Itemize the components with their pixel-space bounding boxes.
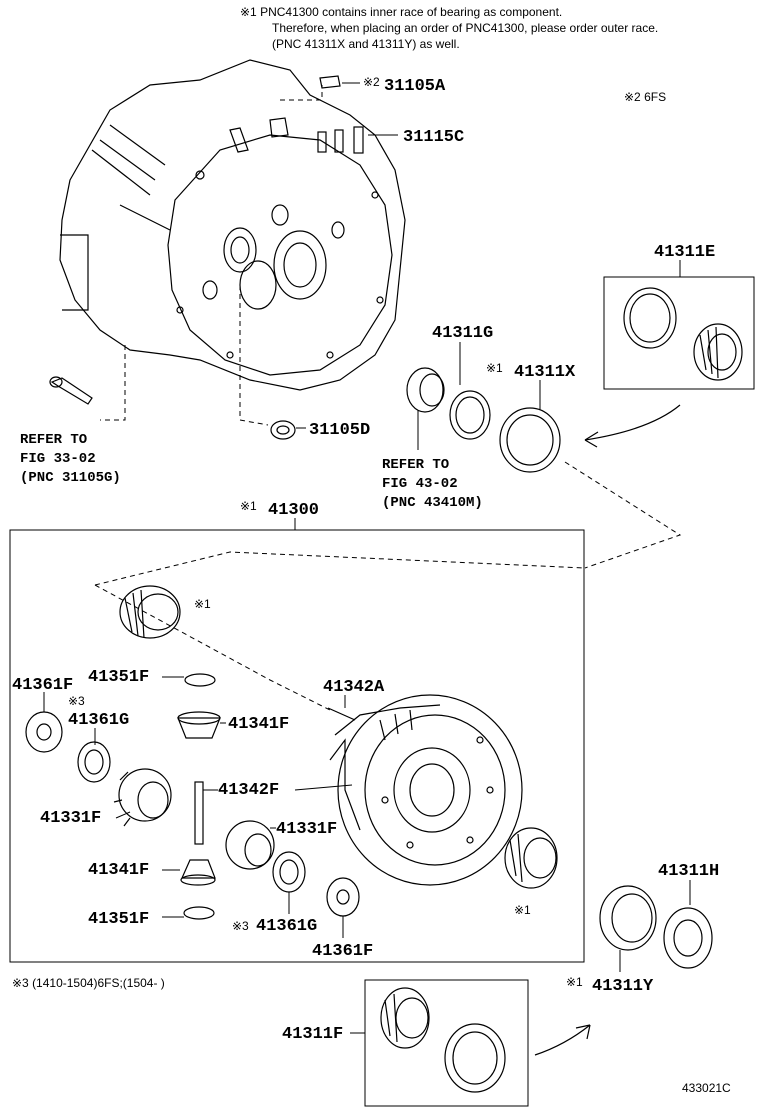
ref-fig-43-02-line-2[interactable]: FIG 43-02 (382, 476, 458, 492)
bearing-cone-41311e (693, 323, 743, 381)
bearing-cone-41311f (380, 987, 430, 1049)
washer-41361g-left (77, 741, 111, 783)
pin-41342a (327, 707, 356, 721)
bearing-outer-race-41311e (623, 287, 677, 349)
part-41311h[interactable]: 41311H (658, 862, 719, 881)
transaxle-case-illustration (59, 59, 406, 391)
thrust-washer-41361f-right (326, 877, 360, 917)
part-31115c[interactable]: 31115C (403, 128, 464, 147)
ref-fig-33-02-line-1[interactable]: REFER TO (20, 432, 87, 448)
leader-41342f-case (294, 784, 353, 791)
mark-1-cone-top: ※1 (194, 597, 211, 611)
part-41300[interactable]: 41300 (268, 501, 319, 520)
part-41342f[interactable]: 41342F (218, 781, 279, 800)
differential-case-ring-gear (329, 694, 523, 886)
part-41311e[interactable]: 41311E (654, 243, 715, 262)
side-gear-41331f-right (225, 820, 275, 870)
box-41311f (364, 979, 529, 1107)
washer-41351f-bottom (183, 906, 215, 920)
leader-bolt (100, 345, 126, 421)
dashed-guide-diagonal (94, 584, 331, 711)
part-41361g-right[interactable]: 41361G (256, 917, 317, 936)
part-41342a[interactable]: 41342A (323, 678, 385, 697)
arrow-41311f (534, 1024, 591, 1056)
ref-fig-33-02-line-2[interactable]: FIG 33-02 (20, 451, 96, 467)
arrow-41311e (584, 404, 681, 441)
bearing-cone-right-illustration (504, 827, 558, 889)
washer-41361g-right (272, 851, 306, 893)
bolt-illustration (49, 376, 93, 405)
part-41351f-bottom[interactable]: 41351F (88, 910, 149, 929)
leader-31105a-dashed (280, 85, 323, 101)
mark-2: ※2 (363, 75, 380, 89)
box-41311e (603, 276, 755, 390)
note-1-line-2: Therefore, when placing an order of PNC4… (272, 21, 658, 35)
part-31105d[interactable]: 31105D (309, 421, 370, 440)
part-41341f-top[interactable]: 41341F (228, 715, 289, 734)
mark-1-cone-right: ※1 (514, 903, 531, 917)
part-41361g-left[interactable]: 41361G (68, 711, 129, 730)
shim-41311g-illustration (449, 390, 491, 440)
mark-1-41300: ※1 (240, 499, 257, 513)
ref-fig-33-02-line-3[interactable]: (PNC 31105G) (20, 470, 121, 486)
mark-1-41311y: ※1 (566, 975, 583, 989)
side-gear-41331f-left (113, 768, 172, 827)
mark-3-left: ※3 (68, 694, 85, 708)
shim-41311h-illustration (663, 907, 713, 969)
mark-3-right: ※3 (232, 919, 249, 933)
note-1-line-1: ※1 PNC41300 contains inner race of beari… (240, 5, 562, 19)
diagram-id: 433021C (682, 1081, 731, 1095)
mark-1-41311x: ※1 (486, 361, 503, 375)
oil-seal-31105d-illustration (270, 420, 296, 440)
part-41351f-top[interactable]: 41351F (88, 668, 149, 687)
part-41311x[interactable]: 41311X (514, 363, 576, 382)
part-41331f-right[interactable]: 41331F (276, 820, 337, 839)
bearing-cone-top-illustration (119, 585, 181, 639)
part-41311f[interactable]: 41311F (282, 1025, 343, 1044)
box-41300 (9, 529, 585, 963)
part-41311y[interactable]: 41311Y (592, 977, 654, 996)
arrow-head-41311f (575, 1024, 591, 1040)
part-31105a[interactable]: 31105A (384, 77, 446, 96)
ref-fig-43-02-line-1[interactable]: REFER TO (382, 457, 449, 473)
dashed-guide-top (94, 551, 586, 586)
pinion-gear-41341f-top (177, 711, 221, 739)
arrow-head-41311e (584, 431, 599, 448)
outer-race-41311x-illustration (499, 407, 561, 473)
outer-race-41311y-illustration (599, 885, 657, 951)
outer-race-41311f (444, 1023, 506, 1093)
part-41341f-bottom[interactable]: 41341F (88, 861, 149, 880)
note-1-line-3: (PNC 41311X and 41311Y) as well. (272, 37, 460, 51)
note-2: ※2 6FS (624, 90, 666, 104)
part-41311g[interactable]: 41311G (432, 324, 493, 343)
ref-fig-43-02-line-3[interactable]: (PNC 43410M) (382, 495, 483, 511)
part-41331f-left[interactable]: 41331F (40, 809, 101, 828)
seal-41311g-illustration (406, 367, 445, 413)
shaft-41342f (194, 781, 204, 845)
part-41361f-right[interactable]: 41361F (312, 942, 373, 961)
thrust-washer-41361f-left (25, 711, 63, 753)
leader-31105d-dashed (239, 285, 269, 426)
leader-41311x-dashed (564, 461, 682, 569)
washer-41351f-top (184, 673, 216, 687)
note-3: ※3 (1410-1504)6FS;(1504- ) (12, 976, 165, 990)
leader-41331f-left (115, 811, 131, 819)
pinion-gear-41341f-bottom (180, 859, 216, 886)
part-41361f-left[interactable]: 41361F (12, 676, 73, 695)
